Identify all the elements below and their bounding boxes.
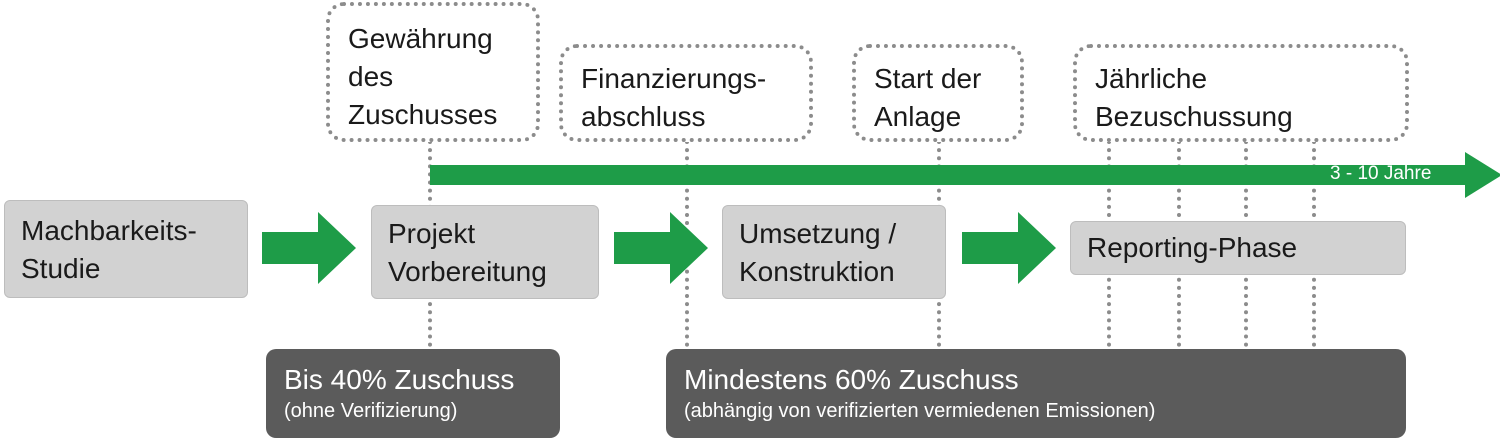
phase-feasibility-line-2: Studie	[21, 253, 101, 284]
phase-implementation: Umsetzung / Konstruktion	[722, 205, 946, 299]
milestone-financing: Finanzierungs- abschluss	[559, 44, 813, 142]
flow-arrow-2	[614, 212, 708, 284]
milestone-start: Start der Anlage	[852, 44, 1024, 142]
phase-implementation-line-1: Umsetzung /	[739, 218, 897, 249]
milestone-grant-line-2: des	[348, 61, 394, 92]
phase-preparation: Projekt Vorbereitung	[371, 205, 599, 299]
phase-reporting: Reporting-Phase	[1070, 221, 1406, 275]
milestone-grant-line-1: Gewährung	[348, 23, 493, 54]
milestone-annual: Jährliche Bezuschussung	[1073, 44, 1409, 142]
phase-preparation-line-1: Projekt	[388, 218, 476, 249]
phase-feasibility-line-1: Machbarkeits-	[21, 215, 197, 246]
flow-arrow-1	[262, 212, 356, 284]
milestone-financing-line-1: Finanzierungs-	[581, 63, 767, 94]
funding-results-main: Mindestens 60% Zuschuss	[684, 364, 1019, 395]
milestone-annual-line-1: Jährliche	[1095, 63, 1208, 94]
milestone-grant: Gewährung des Zuschusses	[326, 2, 540, 142]
phase-feasibility: Machbarkeits- Studie	[4, 200, 248, 298]
milestone-financing-line-2: abschluss	[581, 101, 706, 132]
milestone-start-line-2: Anlage	[874, 101, 962, 132]
milestone-annual-line-2: Bezuschussung	[1095, 101, 1293, 132]
timeline-duration-label: 3 - 10 Jahre	[1330, 163, 1432, 184]
phase-preparation-line-2: Vorbereitung	[388, 256, 547, 287]
funding-upfront-sub: (ohne Verifizierung)	[284, 400, 458, 422]
timeline-arrow	[430, 152, 1500, 198]
milestone-start-line-1: Start der	[874, 63, 982, 94]
phase-reporting-line-1: Reporting-Phase	[1087, 232, 1298, 263]
flow-arrow-3	[962, 212, 1056, 284]
milestone-grant-line-3: Zuschusses	[348, 99, 498, 130]
funding-results-sub: (abhängig von verifizierten vermiedenen …	[684, 400, 1156, 422]
phase-implementation-line-2: Konstruktion	[739, 256, 895, 287]
funding-upfront-main: Bis 40% Zuschuss	[284, 364, 515, 395]
funding-results-box: Mindestens 60% Zuschuss (abhängig von ve…	[666, 349, 1406, 438]
funding-upfront-box: Bis 40% Zuschuss (ohne Verifizierung)	[266, 349, 560, 438]
